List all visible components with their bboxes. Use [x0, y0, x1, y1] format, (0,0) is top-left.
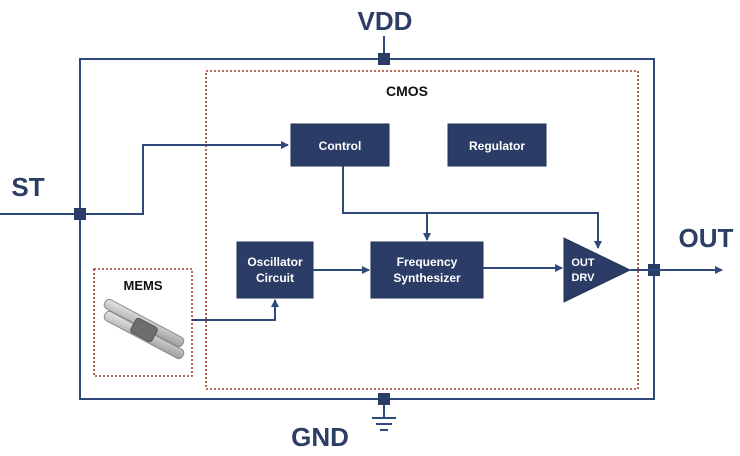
out-pin-label: OUT: [679, 223, 734, 253]
frequency-label-line1: Frequency: [397, 255, 458, 269]
mems-label: MEMS: [124, 278, 163, 293]
control-bus-wire: [342, 166, 602, 249]
cmos-region: [205, 70, 639, 390]
output-driver-triangle: [563, 237, 632, 303]
mems-region: [93, 268, 193, 377]
ground-symbol-icon: [372, 417, 396, 431]
control-label: Control: [319, 139, 362, 153]
mems-resonator-image: [103, 298, 185, 360]
st-to-control-wire: [86, 141, 289, 215]
gnd-pad: [378, 393, 390, 405]
cmos-label: CMOS: [386, 83, 428, 99]
regulator-label: Regulator: [469, 139, 525, 153]
outdrv-label-line2: DRV: [571, 272, 595, 284]
st-pin-label: ST: [11, 172, 44, 202]
outdrv-label-line1: OUT: [571, 257, 595, 269]
control-block: [290, 123, 390, 167]
package-outline: [79, 58, 655, 400]
frequency-label-line2: Synthesizer: [393, 271, 461, 285]
oscillator-label-line2: Circuit: [256, 271, 294, 285]
regulator-block: [447, 123, 547, 167]
vdd-pad: [378, 53, 390, 65]
gnd-pin-label: GND: [291, 422, 349, 451]
mems-to-oscillator-wire: [192, 299, 279, 321]
oscillator-circuit-block: [236, 241, 314, 299]
oscillator-label-line1: Oscillator: [247, 255, 303, 269]
frequency-synthesizer-block: [370, 241, 484, 299]
vdd-pin-label: VDD: [358, 6, 413, 36]
st-pad: [74, 208, 86, 220]
